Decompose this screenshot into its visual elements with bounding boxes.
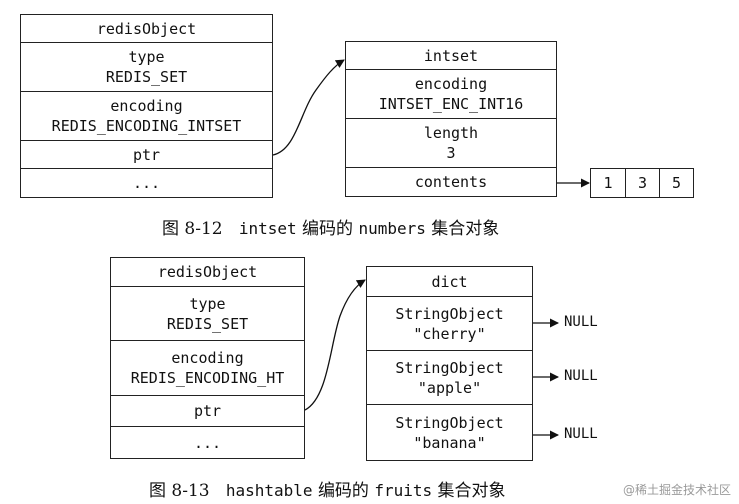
redis-object-box-2: redisObject type REDIS_SET encoding REDI…: [110, 257, 305, 459]
type-field: type REDIS_SET: [111, 287, 304, 341]
caption-figure-8-12: 图 8-12 intset 编码的 numbers 集合对象: [162, 214, 499, 239]
encoding-field: encoding REDIS_ENCODING_INTSET: [21, 92, 272, 141]
ellipsis-label: ...: [132, 174, 161, 192]
intset-header: intset: [346, 42, 556, 70]
encoding-label: encoding: [171, 349, 244, 367]
type-value: REDIS_SET: [105, 68, 188, 86]
intset-header-text: intset: [423, 46, 479, 65]
intset-encoding-label: encoding: [414, 75, 488, 93]
array-cell: 5: [660, 169, 693, 197]
dict-header-text: dict: [431, 272, 468, 291]
encoding-value: REDIS_ENCODING_INTSET: [51, 117, 242, 135]
redis-object-header-text: redisObject: [157, 263, 258, 281]
ellipsis-field: ...: [21, 169, 272, 197]
array-cell: 3: [626, 169, 660, 197]
caption-mid: 编码的: [317, 481, 369, 501]
dict-box: dict StringObject "cherry" StringObject …: [366, 266, 533, 461]
caption-suffix: 集合对象: [437, 481, 506, 501]
caption-figure-8-13: 图 8-13 hashtable 编码的 fruits 集合对象: [149, 476, 506, 501]
redis-object-header: redisObject: [111, 258, 304, 287]
dict-header: dict: [367, 267, 532, 297]
redis-object-header: redisObject: [21, 15, 272, 43]
type-label: type: [128, 48, 165, 66]
redis-object-box-1: redisObject type REDIS_SET encoding REDI…: [20, 14, 273, 198]
array-value: 5: [671, 174, 682, 192]
type-label: type: [189, 294, 226, 313]
intset-encoding-value: INTSET_ENC_INT16: [378, 95, 524, 113]
caption-prefix: 图 8-12: [162, 219, 223, 239]
array-cell: 1: [591, 169, 626, 197]
null-label: NULL: [564, 368, 598, 384]
ptr-label: ptr: [132, 145, 161, 164]
ellipsis-label: ...: [193, 433, 222, 452]
array-value: 1: [603, 174, 613, 192]
entry-label: StringObject: [395, 358, 504, 377]
entry-value: "banana": [413, 433, 486, 452]
type-field: type REDIS_SET: [21, 43, 272, 92]
intset-contents-field: contents: [346, 168, 556, 196]
watermark: @稀土掘金技术社区: [622, 483, 731, 497]
entry-label: StringObject: [395, 304, 504, 323]
intset-contents-label: contents: [414, 173, 488, 191]
encoding-value: REDIS_ENCODING_HT: [130, 369, 285, 387]
caption-code: intset: [238, 219, 297, 238]
entry-label: StringObject: [395, 413, 504, 432]
redis-object-header-text: redisObject: [96, 19, 197, 38]
encoding-field: encoding REDIS_ENCODING_HT: [111, 341, 304, 396]
null-label: NULL: [564, 426, 598, 442]
null-label: NULL: [564, 314, 598, 330]
entry-value: "cherry": [413, 324, 486, 343]
ptr-arrow-2: [304, 279, 366, 411]
intset-box: intset encoding INTSET_ENC_INT16 length …: [345, 41, 557, 197]
encoding-label: encoding: [110, 97, 183, 115]
ptr-field: ptr: [111, 396, 304, 427]
caption-code2: numbers: [358, 219, 426, 238]
array-value: 3: [637, 174, 648, 192]
intset-encoding-field: encoding INTSET_ENC_INT16: [346, 70, 556, 119]
dict-entry: StringObject "apple": [367, 351, 532, 405]
contents-array: 1 3 5: [590, 168, 694, 198]
intset-length-label: length: [423, 124, 479, 142]
type-value: REDIS_SET: [166, 314, 249, 333]
dict-entry: StringObject "banana": [367, 405, 532, 460]
caption-code: hashtable: [225, 481, 313, 500]
caption-suffix: 集合对象: [431, 219, 500, 239]
ellipsis-field: ...: [111, 427, 304, 458]
ptr-arrow-1: [272, 59, 345, 156]
dict-entry: StringObject "cherry": [367, 297, 532, 351]
intset-length-field: length 3: [346, 119, 556, 168]
caption-prefix: 图 8-13: [149, 481, 210, 501]
caption-code2: fruits: [374, 481, 433, 500]
ptr-label: ptr: [193, 402, 222, 420]
caption-mid: 编码的: [302, 219, 354, 239]
intset-length-value: 3: [446, 144, 456, 162]
entry-value: "apple": [417, 378, 482, 397]
ptr-field: ptr: [21, 141, 272, 169]
